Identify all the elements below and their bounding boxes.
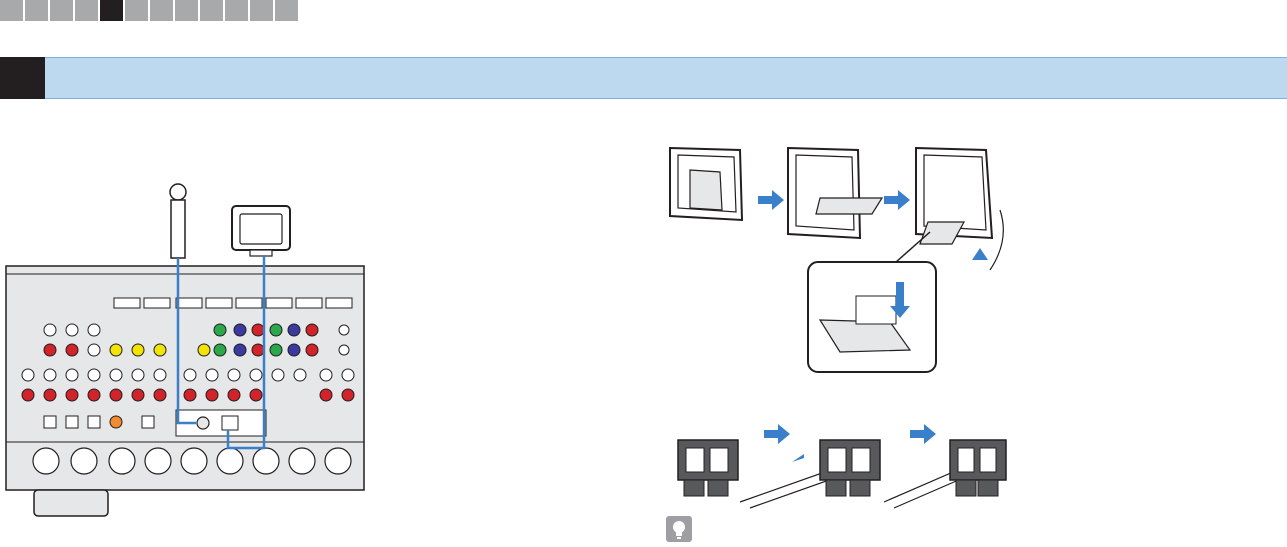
terminal-step-2	[740, 440, 880, 508]
step-cell	[0, 0, 23, 21]
arrow-right-icon	[758, 190, 784, 210]
am-antenna-step-3	[916, 148, 1003, 270]
arrow-right-icon	[764, 424, 790, 444]
terminal-step-3	[884, 440, 1006, 508]
arrow-right-icon	[910, 424, 936, 444]
am-antenna-step-1	[670, 148, 742, 220]
am-antenna-assembly	[660, 110, 1030, 375]
receiver-rear-panel	[0, 180, 370, 525]
step-cell	[150, 0, 173, 21]
fm-antenna-icon	[170, 184, 186, 258]
section-number-block	[0, 57, 45, 99]
step-cell	[275, 0, 298, 21]
step-cell	[125, 0, 148, 21]
zoom-callout	[808, 232, 936, 372]
step-cell	[200, 0, 223, 21]
terminal-wire-steps	[670, 422, 1010, 512]
step-cell	[225, 0, 248, 21]
step-cell-active	[100, 0, 123, 21]
am-antenna-icon	[232, 206, 290, 256]
step-cell	[250, 0, 273, 21]
arrow-right-icon	[884, 190, 910, 210]
step-cell	[25, 0, 48, 21]
section-header	[0, 57, 1287, 99]
terminal-step-1	[678, 440, 738, 496]
step-cell	[175, 0, 198, 21]
step-cell	[75, 0, 98, 21]
lightbulb-icon	[666, 516, 692, 542]
step-cell	[50, 0, 73, 21]
step-progress	[0, 0, 298, 21]
am-antenna-step-2	[788, 148, 882, 238]
